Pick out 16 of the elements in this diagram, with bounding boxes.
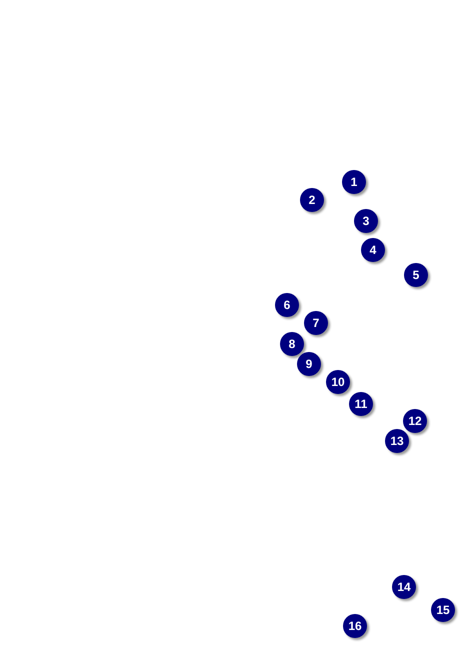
callout-number: 3 (354, 209, 378, 233)
callout-number: 10 (326, 370, 350, 394)
callout-number: 14 (392, 575, 416, 599)
callout-number: 13 (385, 429, 409, 453)
callout-number: 6 (275, 293, 299, 317)
callout-number: 9 (297, 352, 321, 376)
callout-number: 11 (349, 392, 373, 416)
callout-number: 7 (304, 311, 328, 335)
callout-number: 15 (431, 598, 455, 622)
callout-number: 8 (280, 332, 304, 356)
callout-number: 1 (342, 170, 366, 194)
callout-number: 5 (404, 263, 428, 287)
callout-number: 16 (343, 614, 367, 638)
callout-number: 2 (300, 188, 324, 212)
callout-number: 12 (403, 409, 427, 433)
callout-number: 4 (361, 238, 385, 262)
